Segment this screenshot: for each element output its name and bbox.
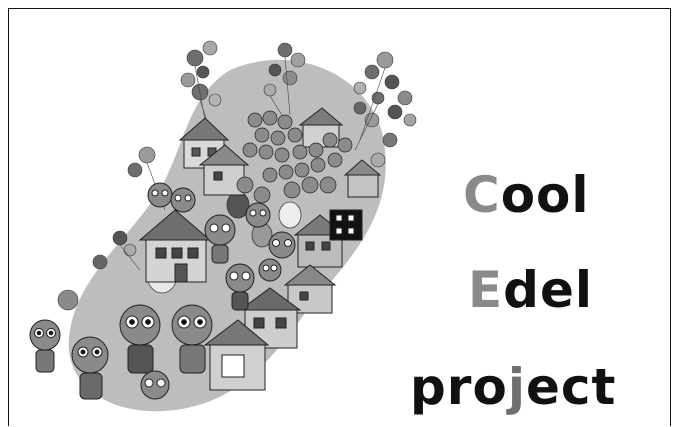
title-rest-ool: ool (500, 166, 590, 224)
houses (138, 107, 382, 391)
title-part-ect: ect (525, 358, 617, 416)
title-letter-j: j (507, 358, 526, 416)
mascots (29, 182, 296, 400)
title-rest-del: del (503, 261, 593, 319)
title-part-pro: pro (410, 358, 508, 416)
title-line-edel: Edel (468, 265, 593, 315)
title-line-cool: Cool (463, 170, 590, 220)
title-line-project: project (410, 362, 616, 412)
mascot-crowd (236, 110, 353, 204)
title-initial-e: E (468, 261, 504, 319)
title-initial-c: C (463, 166, 501, 224)
